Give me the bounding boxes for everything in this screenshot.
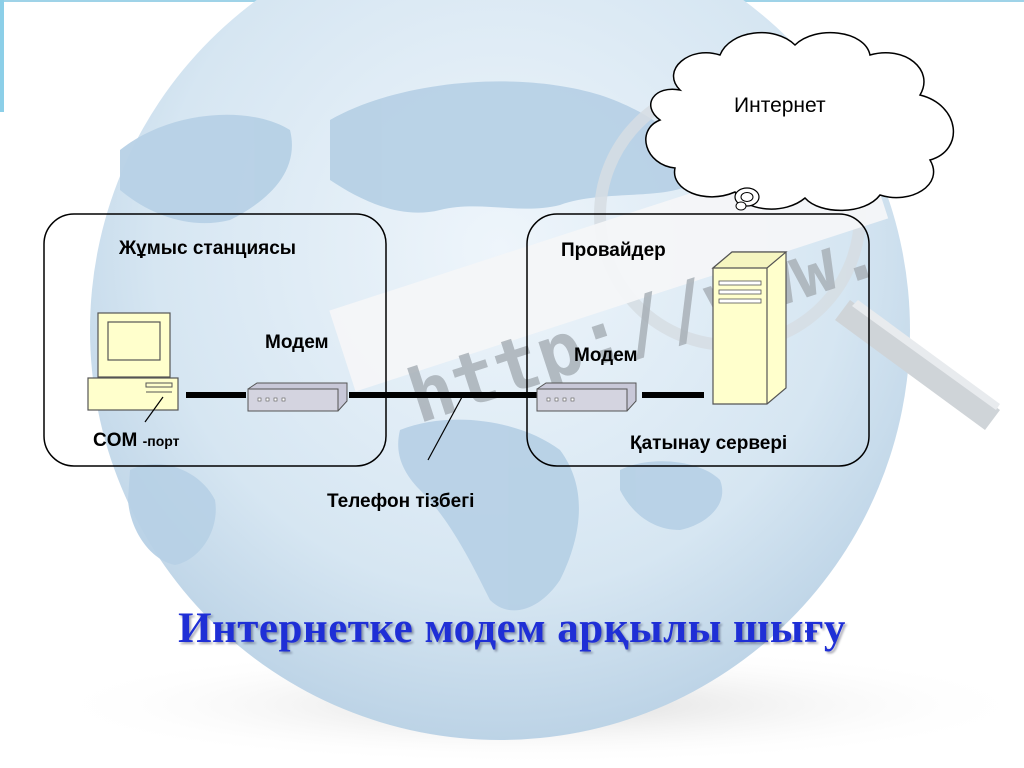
phone-line [349,392,537,398]
phone-line-pointer [427,396,463,461]
slide-title: Интернетке модем арқылы шығу [178,605,846,652]
com-text: COM [93,430,138,451]
workstation-box [43,213,387,467]
workstation-modem-label: Модем [265,332,329,353]
provider-box [526,213,870,467]
server-cable [642,392,704,398]
workstation-title: Жұмыс станциясы [119,238,297,259]
server-icon [711,251,788,405]
left-accent [0,0,4,112]
access-server-label: Қатынау сервері [630,433,788,454]
internet-label: Интернет [734,94,826,117]
magnifier-handle [835,300,1000,430]
provider-title: Провайдер [561,240,666,261]
internet-cloud [645,32,955,212]
com-port-pointer [144,396,164,423]
provider-modem-label: Модем [574,345,638,366]
port-text: -порт [142,433,180,449]
computer-cable [186,392,246,398]
com-label: COM -порт [93,430,180,452]
modem-icon-right [536,382,637,412]
phone-line-label: Телефон тізбегі [327,491,475,512]
modem-icon-left [247,382,348,412]
computer-icon [87,312,179,411]
